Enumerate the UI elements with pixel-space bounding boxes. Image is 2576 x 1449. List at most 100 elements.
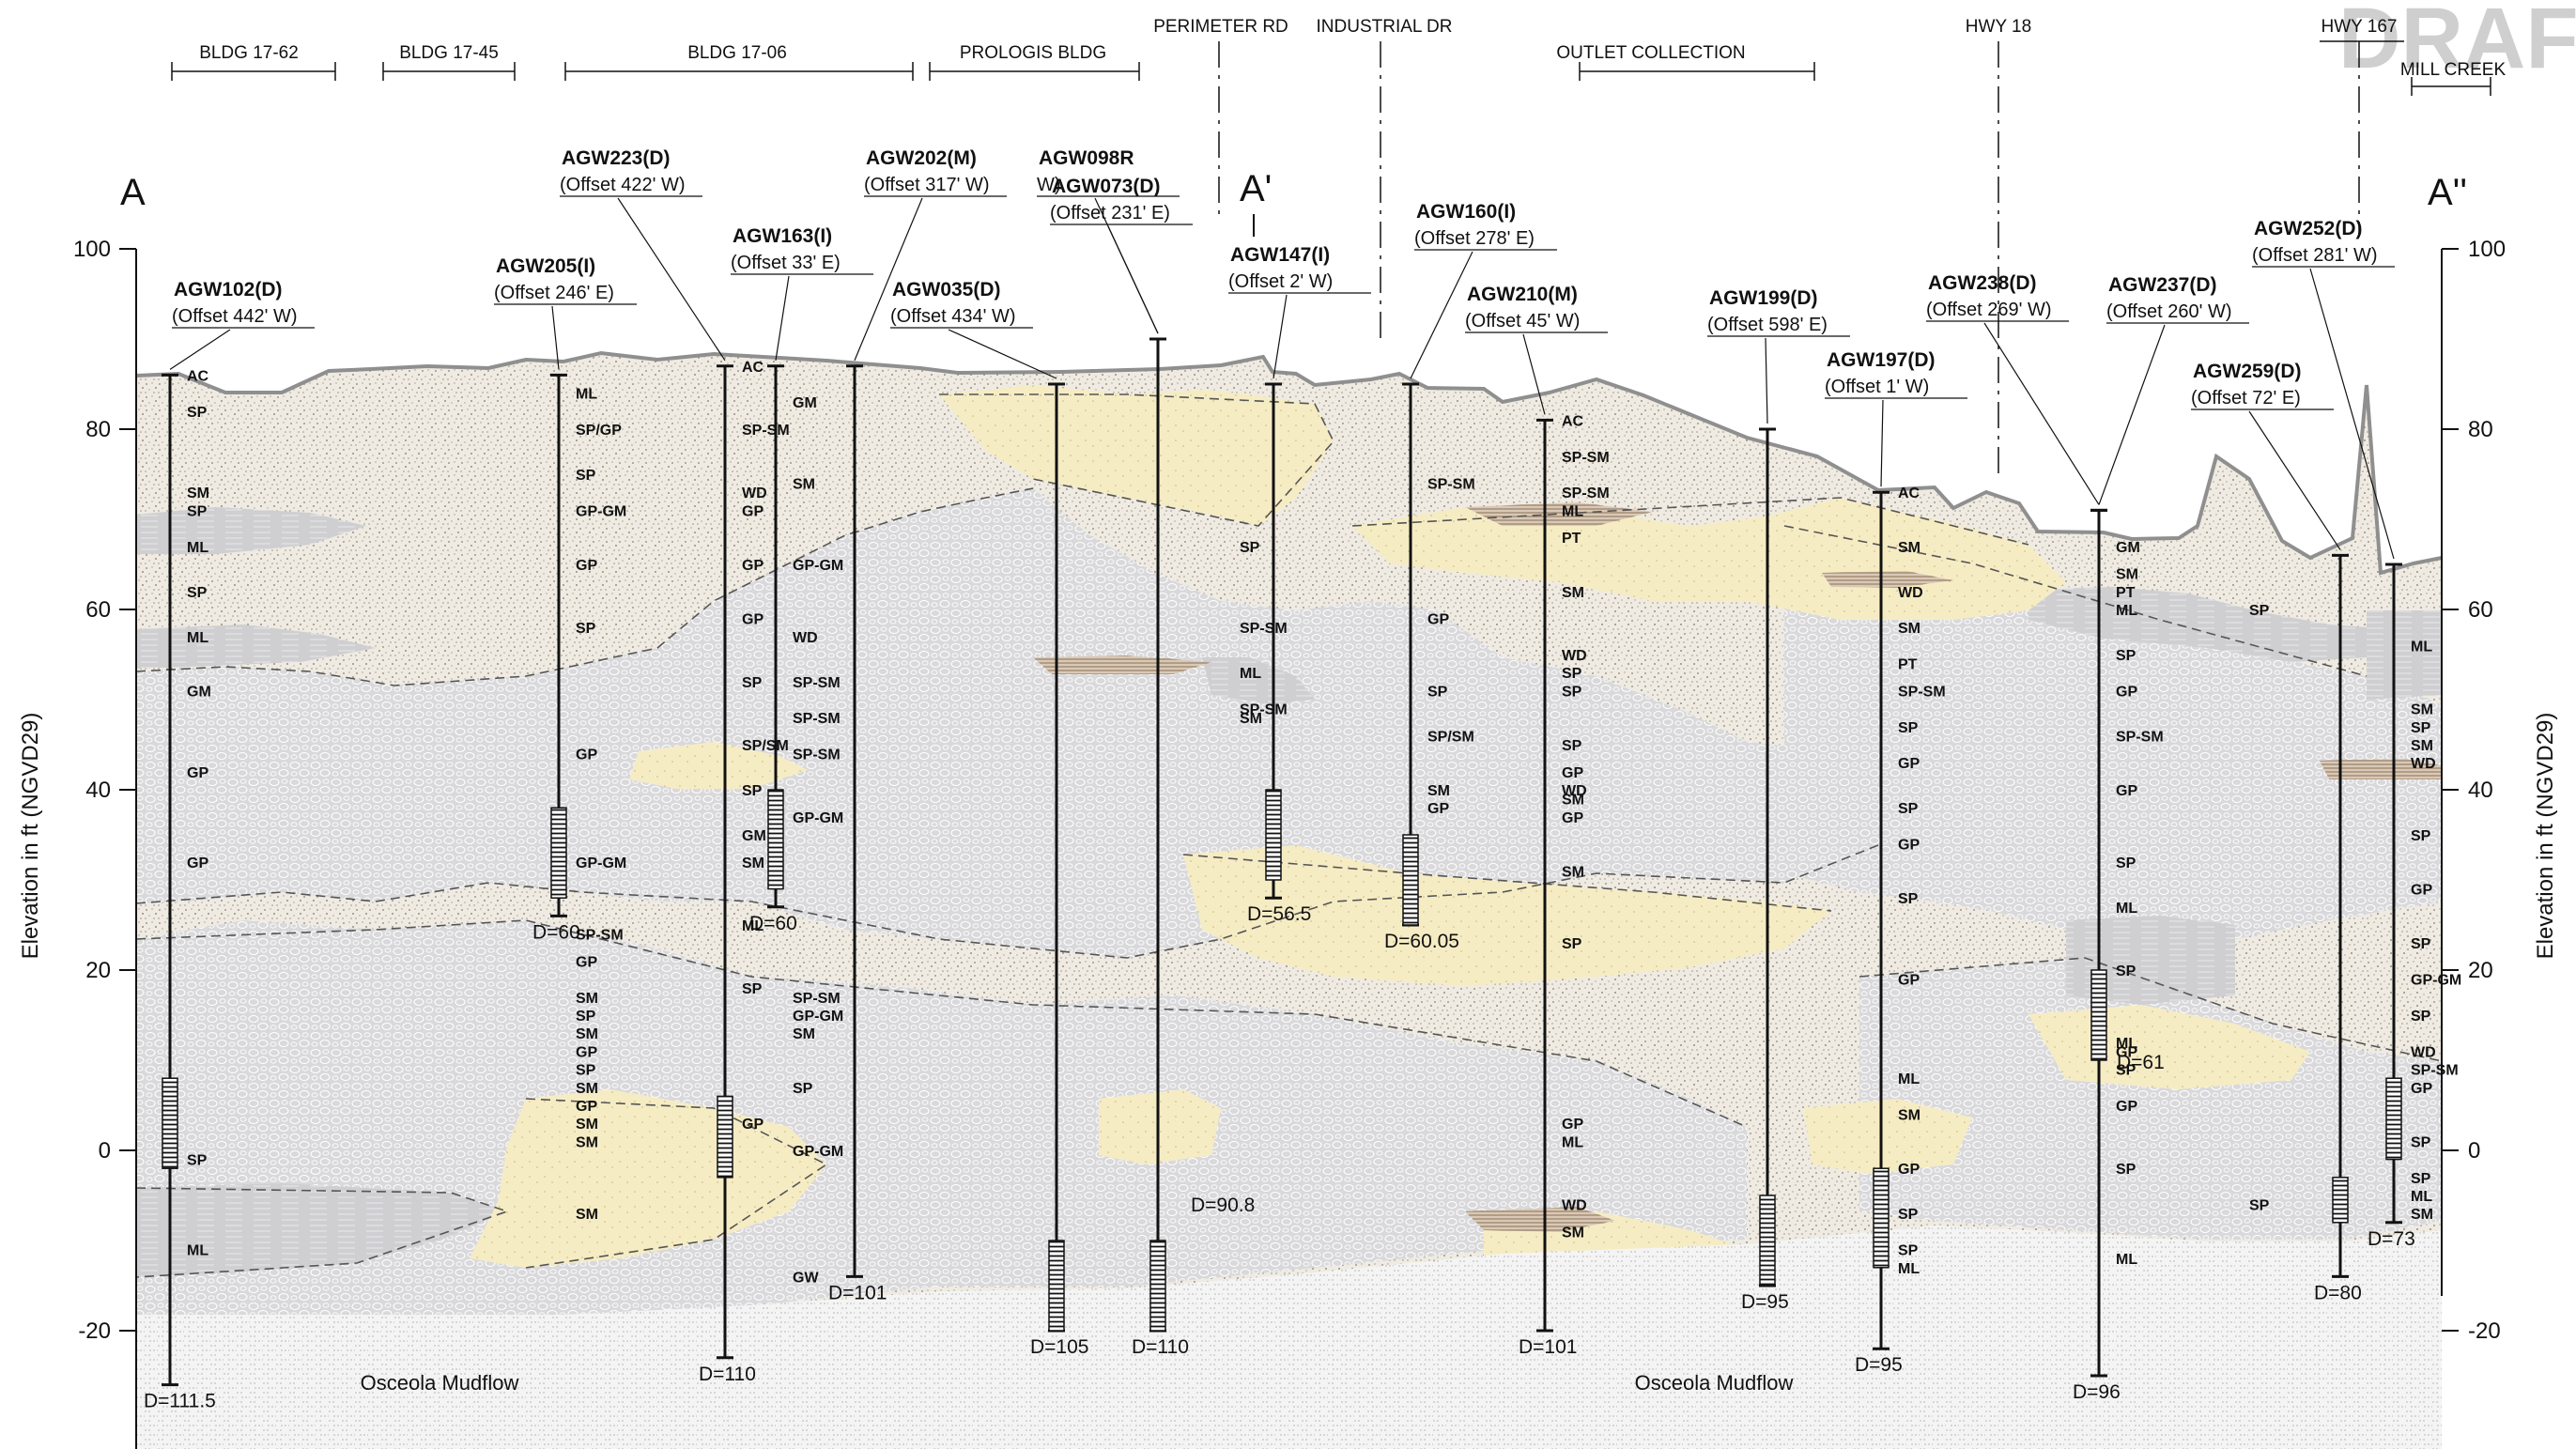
left-tick-label: 40	[85, 778, 111, 803]
section-label-a: A	[120, 172, 146, 213]
right-tick-label: 40	[2468, 778, 2493, 803]
wood-lens-5	[2320, 759, 2442, 779]
well-leader-line	[169, 329, 231, 370]
silty-sand-lens-8	[1803, 1099, 1972, 1174]
well-leader-line	[1522, 333, 1546, 415]
unit-label: SP	[1427, 684, 1448, 700]
unit-label: GP	[576, 558, 597, 574]
unit-label: SP	[2411, 720, 2431, 736]
right-tick-label: 20	[2468, 958, 2493, 983]
well-screen	[2385, 1077, 2402, 1161]
well-depth-label: D=56.5	[1247, 903, 1311, 925]
well-id-label: AGW238(D)	[1928, 272, 2037, 294]
well-leader-line	[775, 275, 790, 361]
well-offset-label: (Offset 598' E)	[1707, 315, 1828, 335]
well-id-label: AGW160(I)	[1416, 201, 1516, 223]
unit-label: SP-SM	[793, 991, 841, 1007]
unit-label: GP-GM	[793, 558, 843, 574]
well-agw102d: AGW102(D) (Offset 442' W) D=111.5	[144, 279, 315, 1412]
unit-label: GP	[1562, 765, 1583, 781]
well-depth-label: D=101	[1519, 1336, 1577, 1358]
geology-units	[136, 353, 2442, 1449]
unit-label: SP-SM	[742, 423, 790, 439]
unit-label: GP	[187, 765, 208, 781]
silty-sand-lens-5	[629, 742, 808, 789]
unit-label: SP-SM	[1240, 621, 1288, 637]
unit-label: SP	[2116, 856, 2136, 871]
unit-label: SP	[187, 503, 208, 519]
unit-label: GP	[1562, 810, 1583, 826]
feature-bldg-17-45: BLDG 17-45	[399, 43, 499, 63]
unit-label: WD	[1562, 1198, 1587, 1214]
well-depth-label: D=111.5	[144, 1391, 216, 1412]
unit-label: SP-SM	[1427, 477, 1475, 493]
well-offset-label: W)	[1037, 175, 1061, 195]
well-screen	[1149, 1240, 1166, 1332]
unit-label: SP-SM	[793, 675, 841, 691]
well-id-label: AGW197(D)	[1827, 349, 1936, 371]
unit-label: GP	[1427, 801, 1449, 817]
unit-label: ML	[2116, 1252, 2137, 1268]
unit-label: SP	[1562, 738, 1582, 754]
feature-hwy-167: HWY 167	[2321, 17, 2398, 37]
unit-label: SP	[2116, 963, 2136, 979]
gravel-body-right	[1784, 526, 2442, 948]
depth-label-agw098r: D=90.8	[1191, 1195, 1255, 1216]
silty-sand-lens-3	[1183, 845, 1831, 986]
wells: AGW102(D)(Offset 442' W)D=111.5AGW205(I)…	[144, 147, 2415, 1412]
well-screen	[2090, 969, 2107, 1061]
ground-surface	[135, 350, 2443, 576]
well-leader-line	[1880, 399, 1884, 487]
right-axis-title: Elevation in ft (NGVD29)	[2533, 713, 2558, 960]
unit-label: ML	[1562, 503, 1583, 519]
left-axis-title: Elevation in ft (NGVD29)	[18, 713, 43, 960]
well-screen	[1265, 789, 1282, 881]
well-id-label: AGW102(D)	[174, 279, 283, 301]
well-depth-label: D=95	[1855, 1354, 1903, 1376]
unit-label: SM	[2411, 1207, 2433, 1223]
unit-label: GP	[1427, 612, 1449, 628]
unit-label: SM	[576, 1081, 598, 1097]
unit-label: SP	[187, 1153, 208, 1169]
section-label-a-prime: A'	[1240, 168, 1272, 209]
unit-label: AC	[1898, 486, 1920, 501]
unit-label: GP	[2116, 1044, 2137, 1060]
unit-label: GP	[742, 503, 764, 519]
unit-label: SM	[576, 1134, 598, 1150]
unit-label: SM	[1898, 540, 1920, 556]
well-depth-label: D=60	[532, 921, 580, 943]
well-depth-label: D=60	[749, 913, 797, 934]
unit-label: GP-GM	[576, 856, 626, 871]
well-offset-label: (Offset 422' W)	[560, 175, 686, 195]
unit-label: SP	[1898, 1243, 1919, 1259]
well-id-label: AGW163(I)	[733, 225, 832, 247]
unit-label: SP	[1898, 1207, 1919, 1223]
unit-label: GM	[793, 395, 817, 411]
well-screen	[550, 807, 567, 899]
well-leader-line	[551, 305, 560, 370]
unit-label: ML	[187, 540, 208, 556]
left-tick-label: 60	[85, 597, 111, 623]
unit-label: SP	[1562, 684, 1582, 700]
unit-label: SP/GP	[576, 423, 622, 439]
unit-label: SP-SM	[1898, 684, 1946, 700]
unit-label: SP	[1240, 540, 1260, 556]
unit-label: SP	[742, 981, 763, 997]
well-offset-label: (Offset 269' W)	[1926, 300, 2052, 320]
osceola-mudflow	[136, 1225, 2442, 1449]
unit-label: SM	[1427, 783, 1450, 799]
unit-label: SP	[2411, 828, 2431, 844]
well-leader-line	[854, 197, 923, 362]
unit-label: GM	[187, 684, 211, 700]
unit-label: SP	[187, 405, 208, 421]
well-agw163i: AGW163(I)(Offset 33' E)D=60	[731, 225, 873, 934]
well-offset-label: (Offset 442' W)	[172, 306, 298, 327]
unit-label: WD	[1898, 585, 1923, 601]
well-depth-label: D=80	[2314, 1282, 2362, 1303]
well-agw199d: AGW199(D)(Offset 598' E)D=95	[1707, 287, 1850, 1313]
well-leader-line	[2248, 410, 2341, 550]
well-agw210m: AGW210(M)(Offset 45' W)D=101	[1465, 284, 1608, 1358]
unit-label: GP	[742, 558, 764, 574]
unit-labels: ACSPSMSPMLSPMLGMGPGPSPMLMLSP/GPSPGP-GMGP…	[187, 360, 2461, 1287]
feature-industrial-dr: INDUSTRIAL DR	[1317, 17, 1453, 37]
